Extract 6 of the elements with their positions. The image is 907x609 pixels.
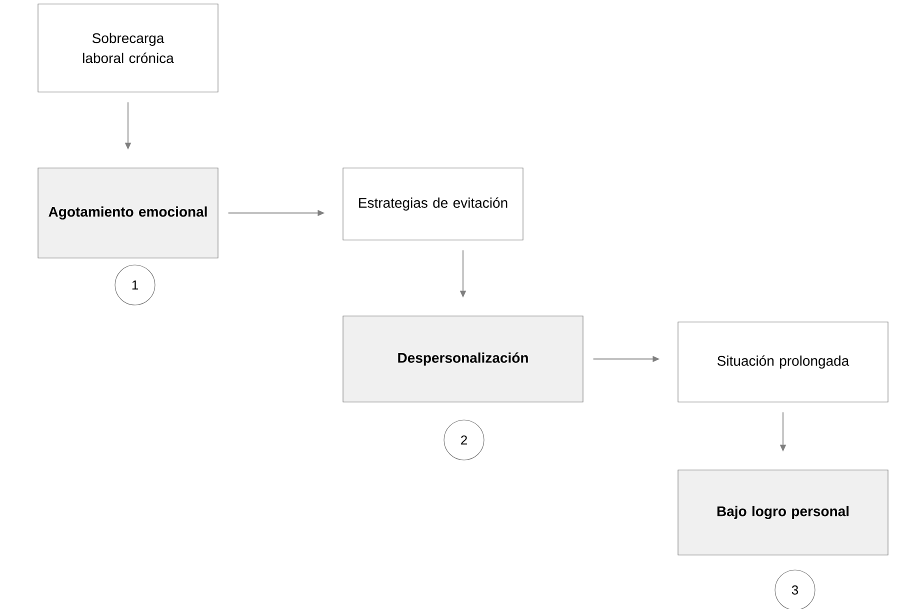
process-box: Estrategias de evitación — [342, 168, 524, 240]
stage-box: Despersonalización — [342, 316, 584, 402]
process-box: Situación prolongada — [678, 322, 888, 402]
stage-box: Agotamiento emocional — [38, 168, 218, 258]
stage-box: Bajo logro personal — [678, 470, 888, 556]
process-box: Sobrecarga laboral crónica — [38, 4, 218, 92]
